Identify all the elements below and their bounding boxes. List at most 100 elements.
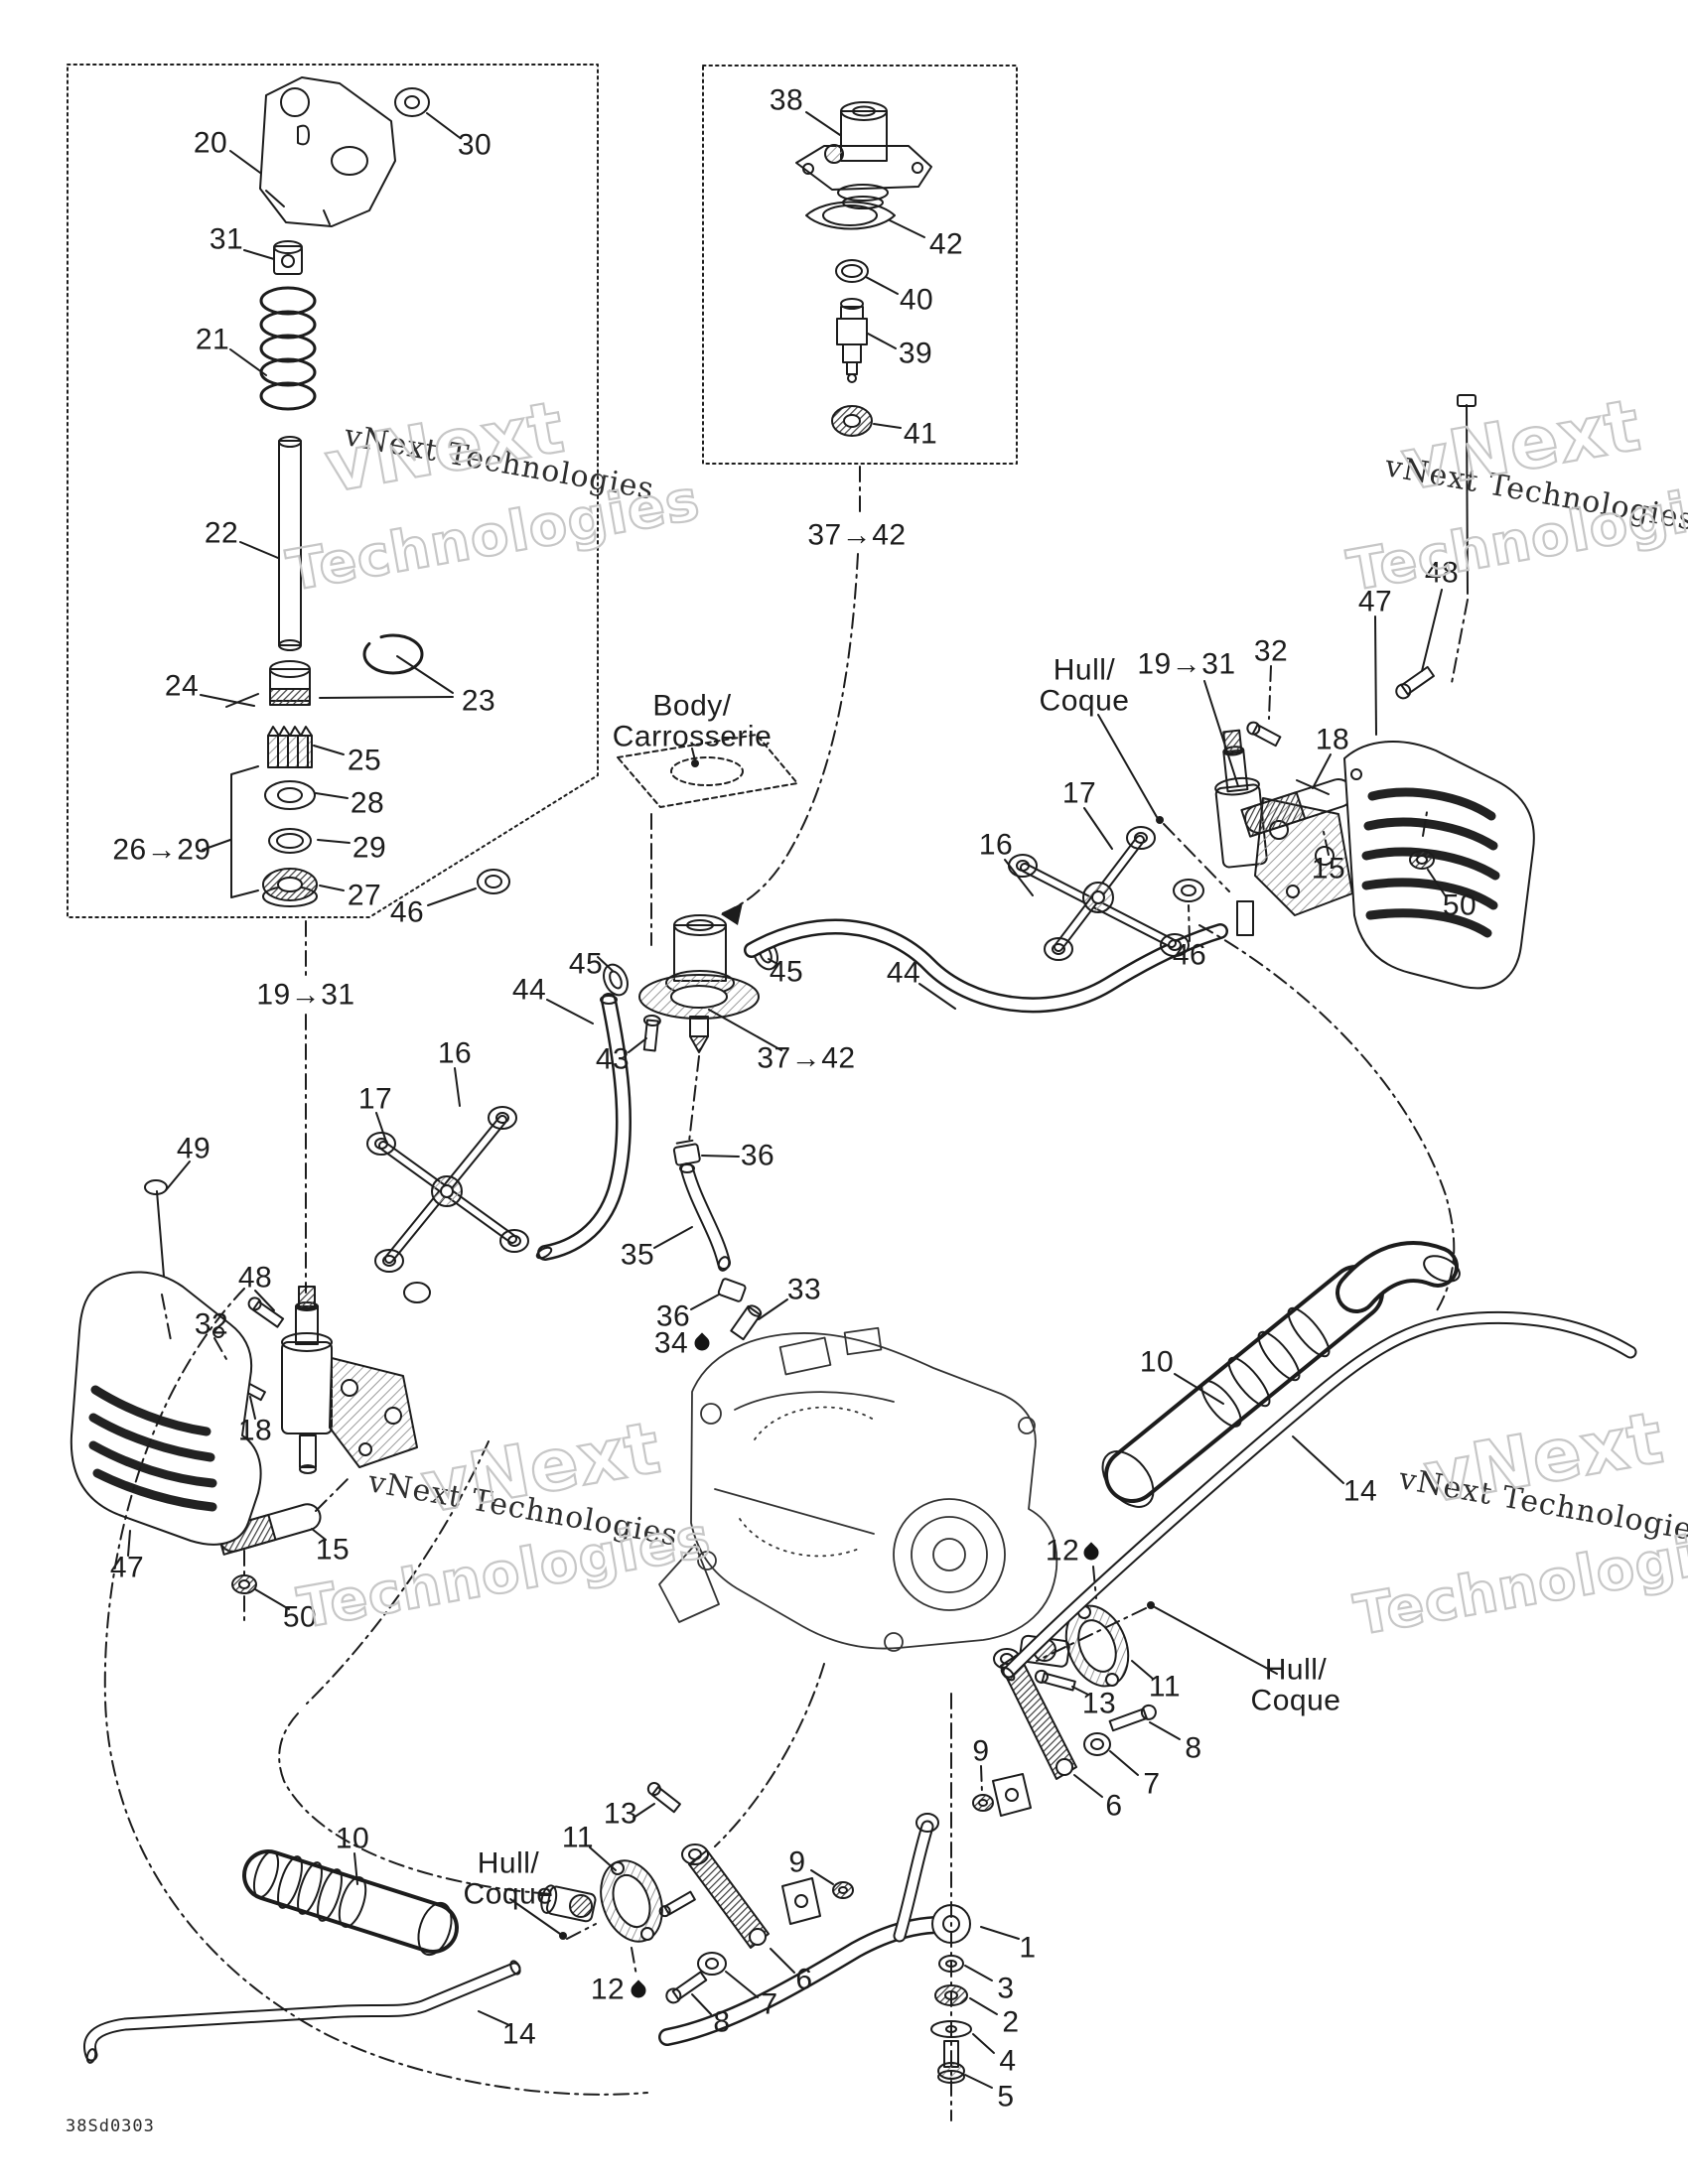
part-label-10: 10 bbox=[335, 1822, 370, 1855]
part-29-oring bbox=[268, 828, 312, 854]
part-label-49: 49 bbox=[176, 1132, 211, 1165]
part-label-35: 35 bbox=[620, 1238, 655, 1272]
part-label-39: 39 bbox=[898, 337, 933, 370]
bolt-8-left bbox=[665, 1971, 708, 2004]
part-label-13: 13 bbox=[603, 1797, 638, 1831]
part-label-19-31: 19→31 bbox=[1137, 647, 1236, 681]
part-label-47: 47 bbox=[109, 1551, 145, 1584]
inset-box-a bbox=[67, 64, 599, 918]
part-label-46: 46 bbox=[389, 895, 425, 929]
part-label-13: 13 bbox=[1081, 1687, 1117, 1720]
cover-47-right bbox=[1343, 741, 1535, 990]
pivot-plate-right bbox=[992, 1773, 1032, 1817]
part-label-41: 41 bbox=[903, 417, 938, 451]
linkage-16-17-right bbox=[1008, 826, 1190, 961]
inset-box-b bbox=[702, 65, 1018, 465]
part-label-18: 18 bbox=[1315, 723, 1350, 756]
part-label-30: 30 bbox=[457, 128, 492, 162]
reference-curves bbox=[103, 466, 1469, 2121]
part-label-23: 23 bbox=[461, 684, 496, 718]
part-label-50: 50 bbox=[1442, 888, 1477, 922]
flange-11-left bbox=[540, 1859, 663, 1943]
part-label-6: 6 bbox=[795, 1963, 813, 1996]
part-label-20: 20 bbox=[193, 126, 228, 160]
part-label-21: 21 bbox=[195, 323, 230, 356]
part-label-10: 10 bbox=[1139, 1345, 1175, 1379]
part-label-5: 5 bbox=[997, 2080, 1015, 2114]
part-label-6: 6 bbox=[1105, 1789, 1123, 1823]
part-20-bracket bbox=[259, 76, 396, 227]
part-label-34: 34 bbox=[653, 1326, 689, 1360]
valve-assembly-37-42 bbox=[638, 914, 760, 1053]
bolt-13-left bbox=[646, 1782, 681, 1814]
part-label-9: 9 bbox=[788, 1845, 806, 1879]
clamp-36-upper bbox=[672, 1139, 701, 1166]
clamp-36-lower bbox=[717, 1278, 747, 1302]
hose-44-right bbox=[744, 918, 1228, 1014]
part-30-washer bbox=[394, 87, 430, 117]
part-label-45: 45 bbox=[568, 947, 604, 981]
engine-reference bbox=[658, 1326, 1058, 1652]
part-25-gear bbox=[267, 726, 313, 768]
part-39-injector bbox=[836, 298, 868, 383]
part-label-12: 12 bbox=[590, 1973, 626, 2006]
hose-35 bbox=[679, 1162, 731, 1272]
part-label-42: 42 bbox=[928, 227, 964, 261]
hose-44-center bbox=[535, 993, 632, 1261]
arm-1 bbox=[658, 1813, 971, 2046]
part-label-48: 48 bbox=[237, 1261, 273, 1295]
nut-50-right bbox=[1409, 850, 1435, 870]
part-label-25: 25 bbox=[347, 744, 382, 777]
lever-6-left bbox=[681, 1843, 770, 1949]
part-label-17: 17 bbox=[1061, 776, 1097, 810]
part-label-45: 45 bbox=[769, 955, 804, 989]
part-28-washer bbox=[264, 780, 316, 810]
part-24-piston bbox=[225, 660, 311, 708]
part-label-11: 11 bbox=[1148, 1670, 1182, 1704]
part-21-spring bbox=[259, 286, 317, 411]
part-label-22: 22 bbox=[204, 516, 239, 550]
part-label-12: 12 bbox=[1045, 1534, 1080, 1568]
part-label-50: 50 bbox=[282, 1600, 318, 1634]
body-mount-plate bbox=[617, 734, 798, 808]
pipe-14-right bbox=[1000, 1310, 1637, 1682]
part-label-44: 44 bbox=[886, 956, 921, 990]
rod-48-right bbox=[1395, 394, 1477, 700]
part-label-7: 7 bbox=[1143, 1767, 1161, 1801]
arrowhead bbox=[721, 902, 743, 925]
part-label-26-29: 26→29 bbox=[112, 833, 211, 867]
ring-45-left bbox=[603, 963, 629, 997]
part-22-tube bbox=[278, 436, 302, 651]
part-label-29: 29 bbox=[352, 831, 387, 865]
ring-46-right bbox=[1173, 879, 1204, 902]
bolt-13-right bbox=[1034, 1669, 1076, 1692]
part-label-11: 11 bbox=[561, 1821, 595, 1854]
nut-9-left bbox=[832, 1881, 854, 1899]
part-label-4: 4 bbox=[999, 2044, 1017, 2078]
part-label-32: 32 bbox=[1253, 634, 1289, 668]
part-label-37-42: 37→42 bbox=[757, 1041, 856, 1075]
washer-7-left bbox=[697, 1952, 727, 1976]
part-42-gasket bbox=[805, 201, 896, 230]
bolt-48-left bbox=[247, 1297, 285, 1328]
part-label-hull-coque: Hull/ Coque bbox=[463, 1846, 554, 1910]
part-38-solenoid bbox=[795, 101, 932, 209]
nut-50-left bbox=[231, 1574, 257, 1594]
part-label-2: 2 bbox=[1002, 2005, 1020, 2039]
part-label-37-42: 37→42 bbox=[807, 518, 907, 552]
part-label-3: 3 bbox=[997, 1972, 1015, 2005]
part-label-27: 27 bbox=[347, 879, 382, 912]
part-label-8: 8 bbox=[1185, 1731, 1202, 1765]
ring-46-left bbox=[477, 869, 510, 894]
part-label-24: 24 bbox=[164, 669, 200, 703]
bolt-43 bbox=[642, 1014, 661, 1052]
part-label-40: 40 bbox=[899, 283, 934, 317]
flange-11-right bbox=[1019, 1604, 1130, 1688]
part-label-14: 14 bbox=[1342, 1474, 1378, 1508]
bolt-8-right bbox=[1108, 1704, 1157, 1732]
part-label-15: 15 bbox=[315, 1533, 351, 1567]
part-label-36: 36 bbox=[655, 1299, 691, 1333]
nut-9-right bbox=[972, 1794, 994, 1812]
part-27-nut bbox=[262, 868, 318, 907]
